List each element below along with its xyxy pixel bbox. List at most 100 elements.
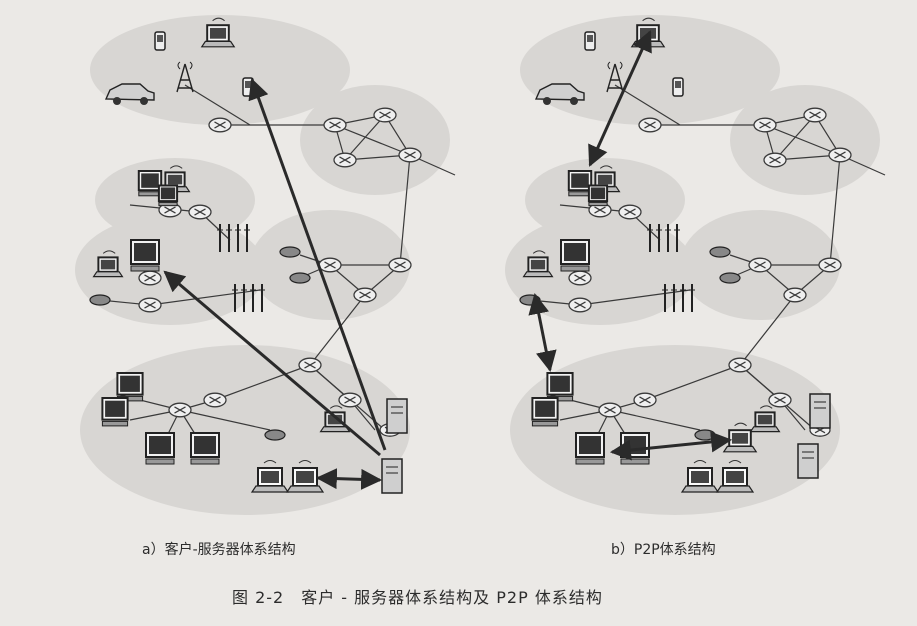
- laptop-icon: [715, 460, 755, 493]
- router-icon: [753, 117, 777, 133]
- phone-icon: [672, 77, 684, 97]
- server-icon: [381, 458, 403, 494]
- modem-icon: [719, 272, 741, 284]
- router-icon: [828, 147, 852, 163]
- figure-title: 图 2-2 客户 - 服务器体系结构及 P2P 体系结构: [232, 588, 603, 607]
- router-icon: [323, 117, 347, 133]
- laptop-icon: [680, 460, 720, 493]
- modem-icon: [264, 429, 286, 441]
- isp-cloud: [80, 345, 410, 515]
- link-line: [214, 364, 311, 401]
- arrow: [588, 30, 652, 167]
- router-icon: [398, 147, 422, 163]
- router-icon: [618, 204, 642, 220]
- isp-cloud: [510, 345, 840, 515]
- desktop-icon: [145, 432, 175, 465]
- desktop-icon: [567, 170, 593, 197]
- modem-icon: [279, 246, 301, 258]
- modem-icon: [694, 429, 716, 441]
- router-icon: [208, 117, 232, 133]
- antenna-icon: [232, 284, 265, 312]
- router-icon: [203, 392, 227, 408]
- router-icon: [353, 287, 377, 303]
- router-icon: [568, 297, 592, 313]
- router-icon: [638, 117, 662, 133]
- router-icon: [633, 392, 657, 408]
- router-icon: [188, 204, 212, 220]
- router-icon: [373, 107, 397, 123]
- isp-cloud: [75, 215, 265, 325]
- desktop-icon: [101, 397, 129, 427]
- antenna-icon: [176, 61, 194, 93]
- router-icon: [333, 152, 357, 168]
- server-icon: [386, 398, 408, 434]
- desktop-icon: [116, 372, 144, 402]
- router-icon: [158, 202, 182, 218]
- desktop-icon: [587, 184, 609, 207]
- router-icon: [728, 357, 752, 373]
- link-line: [739, 294, 796, 366]
- link-line: [609, 409, 701, 431]
- laptop-icon: [319, 405, 351, 433]
- laptop-icon: [250, 460, 290, 493]
- antenna-icon: [662, 284, 695, 312]
- desktop-icon: [546, 372, 574, 402]
- router-icon: [138, 270, 162, 286]
- desktop-icon: [575, 432, 605, 465]
- laptop-icon: [200, 17, 236, 48]
- router-icon: [168, 402, 192, 418]
- arrow: [248, 78, 387, 451]
- arrow: [609, 431, 733, 461]
- server-icon: [797, 443, 819, 479]
- link-line: [764, 124, 841, 156]
- isp-cloud: [730, 85, 880, 195]
- arrow: [315, 468, 383, 490]
- router-icon: [338, 392, 362, 408]
- link-line: [644, 364, 741, 401]
- caption-client-server: a）客户-服务器体系结构: [142, 542, 296, 558]
- arrow: [163, 270, 381, 457]
- laptop-icon: [92, 250, 124, 278]
- laptop-icon: [285, 460, 325, 493]
- link-line: [179, 409, 271, 431]
- router-icon: [818, 257, 842, 273]
- router-icon: [318, 257, 342, 273]
- link-line: [184, 84, 251, 126]
- router-icon: [783, 287, 807, 303]
- router-icon: [298, 357, 322, 373]
- antenna-icon: [217, 224, 250, 252]
- caption-p2p: b）P2P体系结构: [611, 542, 716, 558]
- antenna-icon: [647, 224, 680, 252]
- router-icon: [598, 402, 622, 418]
- phone-icon: [154, 31, 166, 51]
- modem-icon: [289, 272, 311, 284]
- server-icon: [809, 393, 831, 429]
- link-line: [399, 154, 411, 266]
- desktop-icon: [190, 432, 220, 465]
- router-icon: [748, 257, 772, 273]
- desktop-icon: [137, 170, 163, 197]
- link-line: [309, 294, 366, 366]
- router-icon: [768, 392, 792, 408]
- laptop-icon: [749, 405, 781, 433]
- isp-cloud: [300, 85, 450, 195]
- phone-icon: [584, 31, 596, 51]
- link-line: [829, 154, 841, 266]
- link-line: [334, 124, 411, 156]
- car-icon: [534, 83, 585, 105]
- link-line: [149, 289, 261, 306]
- laptop-icon: [522, 250, 554, 278]
- desktop-icon: [531, 397, 559, 427]
- car-icon: [104, 83, 155, 105]
- modem-icon: [709, 246, 731, 258]
- modem-icon: [89, 294, 111, 306]
- desktop-icon: [560, 239, 590, 272]
- router-icon: [803, 107, 827, 123]
- link-line: [579, 289, 691, 306]
- desktop-icon: [157, 184, 179, 207]
- arrow: [528, 292, 557, 373]
- router-icon: [138, 297, 162, 313]
- router-icon: [388, 257, 412, 273]
